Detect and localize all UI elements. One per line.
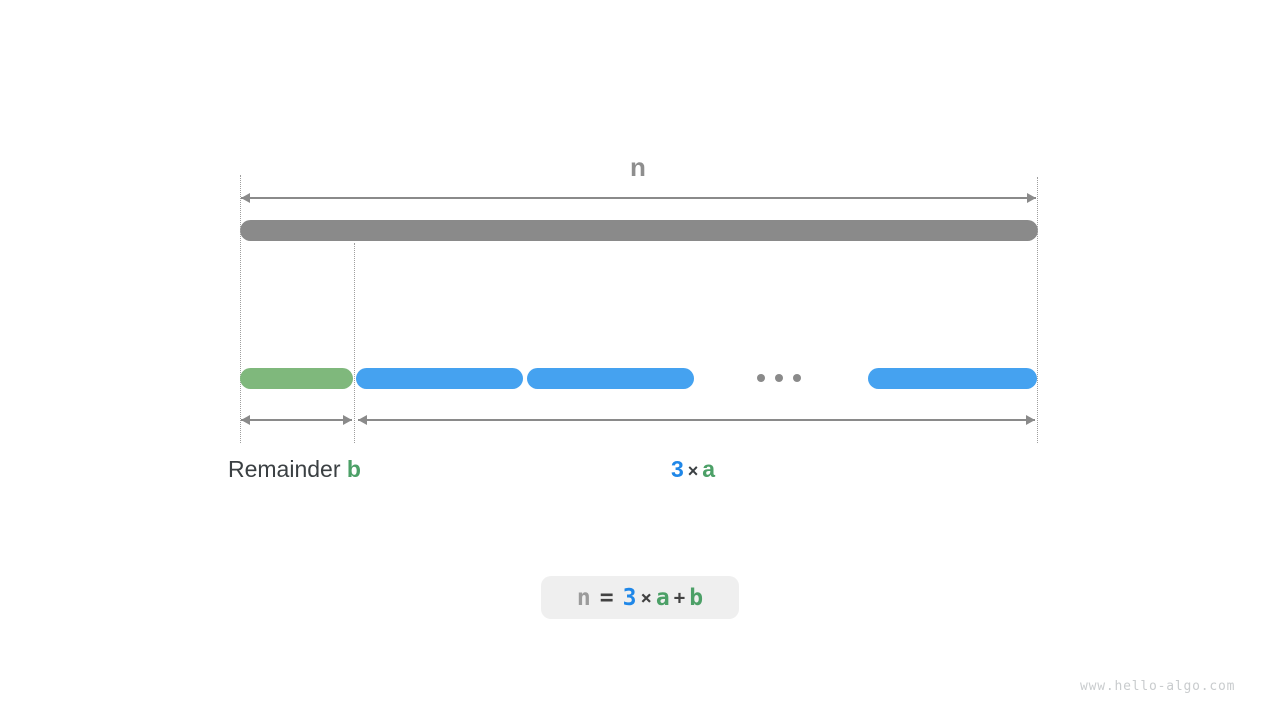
segment-bar-a-2 <box>527 368 694 389</box>
formula-variable-a: a <box>655 584 670 611</box>
formula-variable-b: b <box>689 584 704 611</box>
total-length-label: n <box>630 152 646 182</box>
multiply-sign: × <box>687 461 699 481</box>
ellipsis-dot <box>757 374 765 382</box>
ellipsis-dot <box>775 374 783 382</box>
total-bar-n <box>240 220 1038 241</box>
formula-multiply-sign: × <box>640 586 652 609</box>
ellipsis-dot <box>793 374 801 382</box>
multiple-count-3: 3 <box>670 456 684 482</box>
plus-sign: + <box>673 586 686 609</box>
watermark: www.hello-algo.com <box>1080 679 1236 694</box>
equals-sign: = <box>599 584 614 611</box>
guide-line-left <box>240 175 241 443</box>
formula-count-3: 3 <box>622 584 637 611</box>
segment-bar-a-1 <box>356 368 523 389</box>
remainder-bar-b <box>240 368 353 389</box>
remainder-label: Remainder b <box>228 456 361 483</box>
remainder-label-text: Remainder <box>228 456 347 482</box>
formula-box: n = 3 × a + b <box>541 576 739 619</box>
ellipsis-dots <box>757 374 801 382</box>
dimension-arrow-n <box>241 193 1036 203</box>
segment-bar-a-3 <box>868 368 1037 389</box>
dimension-arrow-remainder <box>241 415 352 425</box>
remainder-variable-b: b <box>346 456 361 482</box>
dimension-arrow-3a <box>358 415 1035 425</box>
formula-n: n <box>576 584 591 611</box>
guide-line-remainder-boundary <box>354 243 355 443</box>
multiple-variable-a: a <box>702 456 716 482</box>
multiple-label: 3×a <box>618 456 768 483</box>
guide-line-right <box>1037 177 1038 443</box>
